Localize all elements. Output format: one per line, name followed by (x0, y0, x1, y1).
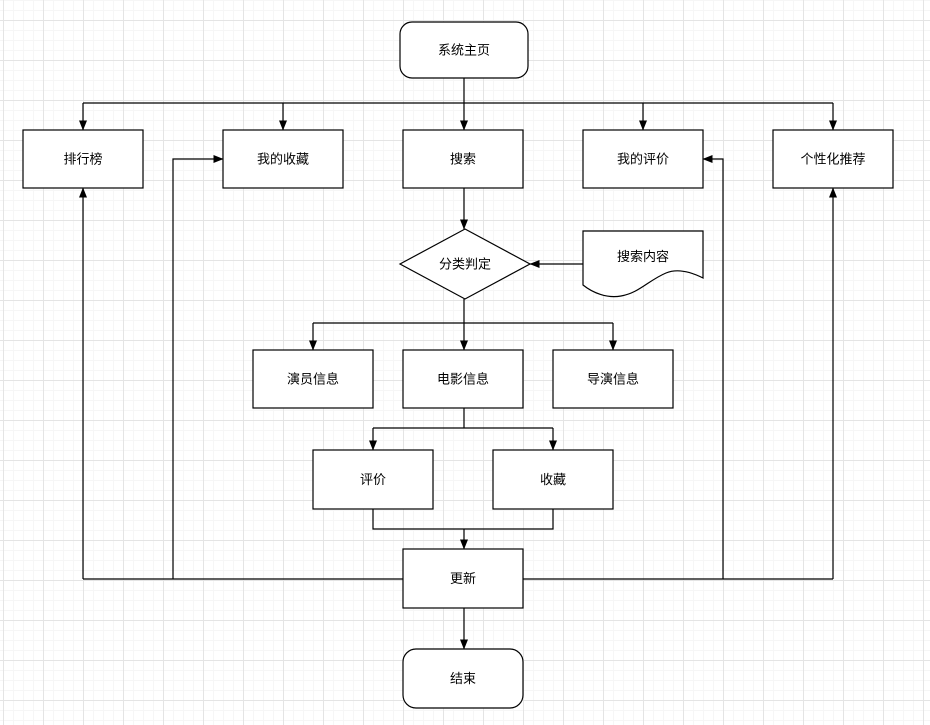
node-system-home-label: 系统主页 (438, 43, 490, 58)
node-personalized-recommend-label: 个性化推荐 (800, 152, 865, 167)
node-end[interactable]: 结束 (402, 648, 524, 709)
edge-update-to-my-reviews[interactable] (702, 155, 724, 579)
node-movie-info-label: 电影信息 (437, 372, 489, 387)
node-personalized-recommend[interactable]: 个性化推荐 (772, 129, 894, 189)
node-end-label: 结束 (450, 671, 476, 686)
edge-merge-rail[interactable] (372, 509, 554, 530)
node-review[interactable]: 评价 (312, 449, 434, 510)
node-search-content-document-label: 搜索内容 (617, 249, 669, 264)
node-ranking[interactable]: 排行榜 (22, 129, 144, 189)
connectors (79, 78, 837, 650)
edge-update-to-favorites[interactable] (172, 155, 224, 579)
node-actor-info-label: 演员信息 (287, 372, 339, 387)
node-director-info[interactable]: 导演信息 (552, 349, 674, 409)
node-collect[interactable]: 收藏 (492, 449, 614, 510)
node-actor-info[interactable]: 演员信息 (252, 349, 374, 409)
node-search[interactable]: 搜索 (402, 129, 524, 189)
node-my-reviews-label: 我的评价 (617, 152, 669, 167)
node-search-label: 搜索 (450, 152, 476, 167)
node-my-favorites[interactable]: 我的收藏 (222, 129, 344, 189)
node-director-info-label: 导演信息 (587, 372, 639, 387)
node-collect-label: 收藏 (540, 472, 566, 487)
node-update[interactable]: 更新 (402, 548, 524, 609)
node-classify-decision[interactable]: 分类判定 (398, 228, 532, 300)
node-classify-decision-label: 分类判定 (439, 257, 491, 272)
node-my-reviews[interactable]: 我的评价 (582, 129, 704, 189)
node-system-home[interactable]: 系统主页 (399, 21, 529, 79)
node-search-content-document[interactable]: 搜索内容 (582, 230, 704, 298)
node-review-label: 评价 (360, 472, 386, 487)
node-ranking-label: 排行榜 (63, 152, 102, 167)
node-movie-info[interactable]: 电影信息 (402, 349, 524, 409)
node-my-favorites-label: 我的收藏 (257, 152, 309, 167)
node-update-label: 更新 (450, 571, 476, 586)
